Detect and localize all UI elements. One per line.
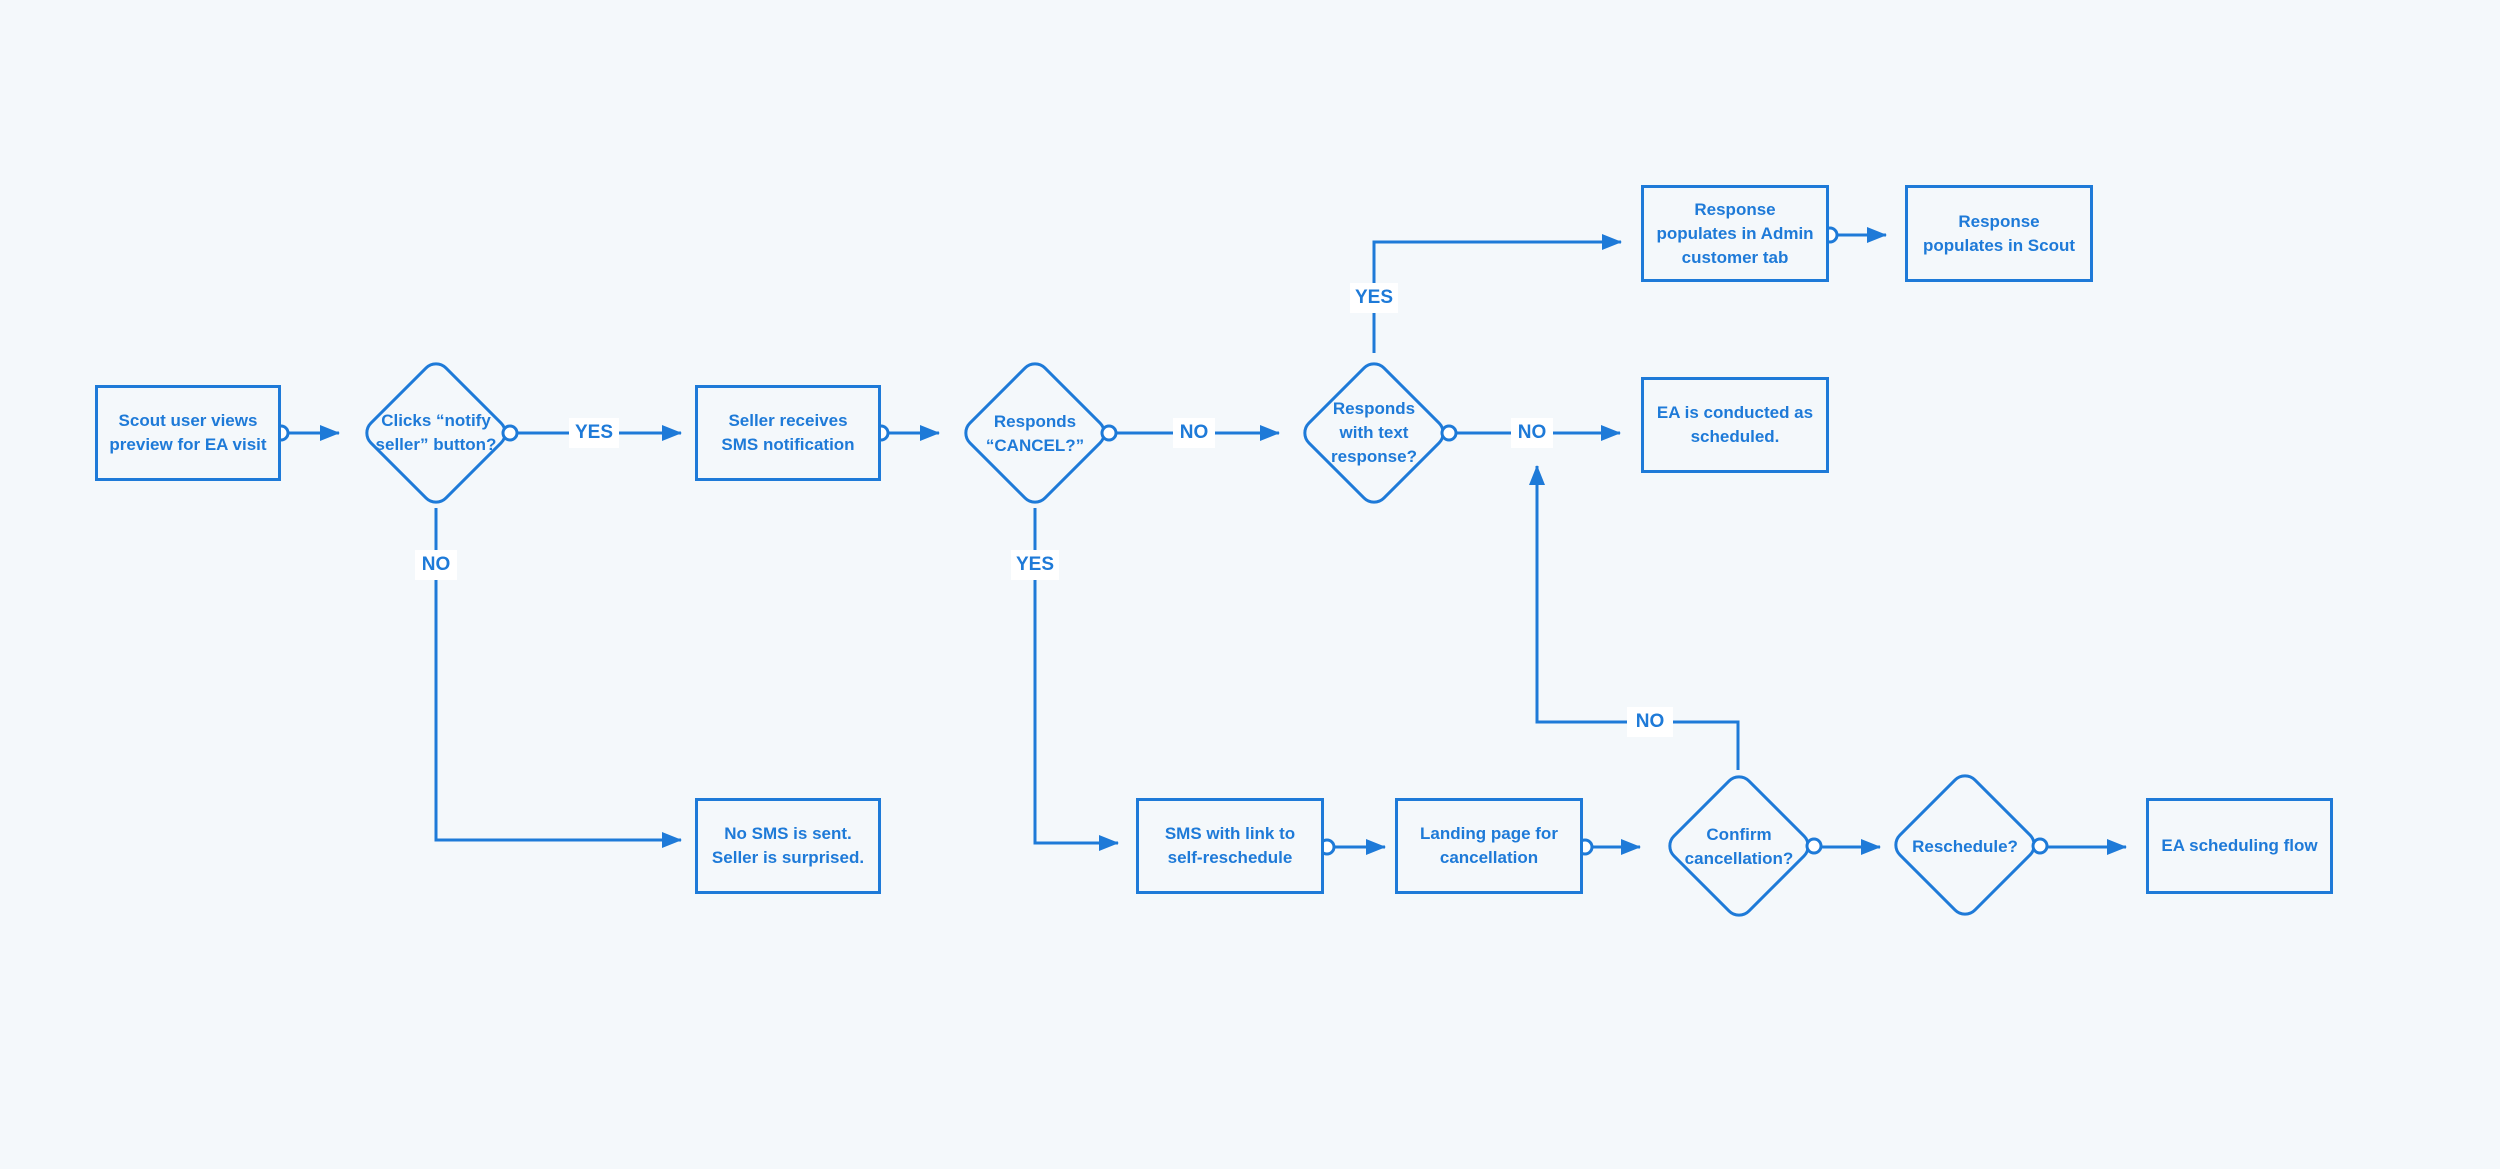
port-cancel [1100,424,1118,442]
port-clicks [501,424,519,442]
node-response-scout: Response populates in Scout [1905,185,2093,282]
edge-label-yes-notify: YES [569,418,619,448]
edge-label-no-confirm: NO [1627,707,1673,737]
port-confirm [1805,837,1823,855]
decision-clicks-notify: Clicks “notify seller” button? [375,411,497,454]
decision-diamond-cancel [964,362,1106,504]
node-landing-page: Landing page for cancellation [1395,798,1583,894]
decision-diamond-clicks [365,362,507,504]
edge-cancel-to-smslink [1033,508,1119,851]
decision-diamond-text [1303,362,1445,504]
decision-responds-text: Responds with text response? [1331,399,1417,466]
edge-label-yes-text: YES [1350,283,1398,313]
decision-diamond-reschedule [1894,774,2036,916]
port-text [1440,424,1458,442]
node-sms-link: SMS with link to self-reschedule [1136,798,1324,894]
edge-text-to-admin [1372,234,1622,353]
decision-diamond-confirm [1668,775,1810,917]
edge-label-no-text: NO [1511,418,1553,448]
node-seller-receives: Seller receives SMS notification [695,385,881,481]
decision-reschedule: Reschedule? [1912,837,2018,856]
port-reschedule [2031,837,2049,855]
edge-clicks-to-nosms [434,508,682,848]
edge-label-no-notify: NO [415,550,457,580]
edge-label-no-cancel: NO [1173,418,1215,448]
decision-confirm-cancel: Confirm cancellation? [1684,824,1794,868]
node-ea-conducted: EA is conducted as scheduled. [1641,377,1829,473]
decision-responds-cancel: Responds “CANCEL?” [985,411,1085,455]
node-scout-views: Scout user views preview for EA visit [95,385,281,481]
node-response-admin: Response populates in Admin customer tab [1641,185,1829,282]
node-ea-scheduling: EA scheduling flow [2146,798,2333,894]
edge-label-yes-cancel: YES [1011,550,1059,580]
node-no-sms: No SMS is sent. Seller is surprised. [695,798,881,894]
